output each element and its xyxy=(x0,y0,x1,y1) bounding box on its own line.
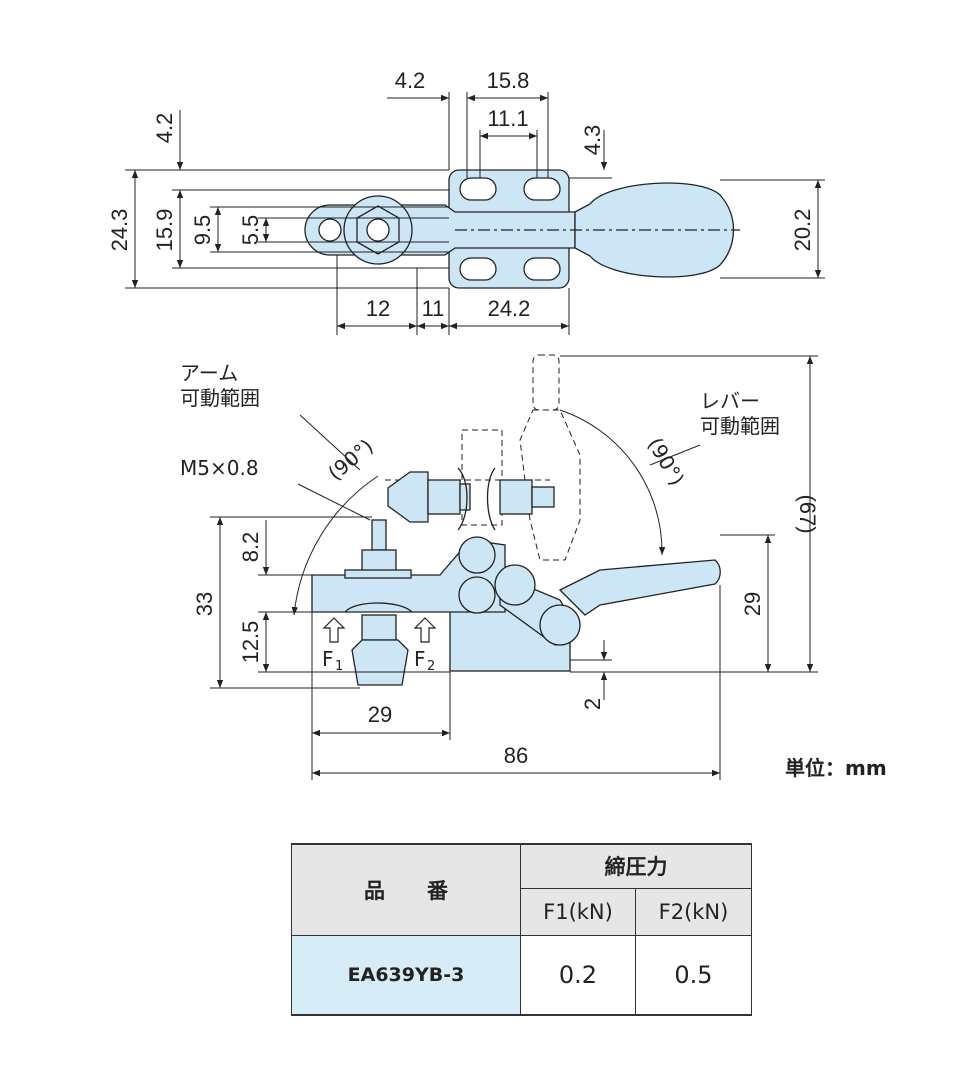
dim-text: 4.2 xyxy=(152,113,177,144)
f2-label: F xyxy=(414,647,426,671)
arm-angle-label: (90°) xyxy=(323,434,378,485)
force-arrows xyxy=(322,617,437,643)
col-force-header: 締圧力 xyxy=(520,843,752,889)
dim-text: 12 xyxy=(366,296,390,321)
slot xyxy=(459,177,497,201)
unit-note: 単位：mm xyxy=(785,756,887,780)
dim-text: 11.1 xyxy=(487,106,528,131)
dim-text: 15.9 xyxy=(152,209,177,252)
top-view xyxy=(304,169,740,289)
dim-text: 4.2 xyxy=(395,68,426,93)
table-row: EA639YB-3 0.2 0.5 xyxy=(291,934,752,1016)
clamp-drawing: 4.2 15.8 11.1 4.3 4.2 24.3 15.9 9.5 5.5 … xyxy=(107,68,825,780)
thread-label: M5×0.8 xyxy=(180,456,259,480)
dim-text: 86 xyxy=(504,743,528,768)
dim-text: 29 xyxy=(740,592,765,616)
dim-text: 5.5 xyxy=(238,215,263,246)
side-clamp-body xyxy=(311,519,721,686)
col-f2-header: F2(kN) xyxy=(635,887,752,936)
model-cell: EA639YB-3 xyxy=(291,934,521,1016)
col-part-header: 品 番 xyxy=(291,843,521,936)
side-spindle-thread xyxy=(371,519,387,551)
dim-text: 8.2 xyxy=(238,532,263,563)
dim-text: 2 xyxy=(580,698,605,710)
dim-text: 24.3 xyxy=(107,209,132,252)
slot xyxy=(523,257,561,281)
spec-table: 品 番 締圧力 F1(kN) F2(kN) EA639YB-3 0.2 0.5 xyxy=(291,843,752,1016)
lever-range-label: レバー xyxy=(700,389,760,413)
lever-range-label: 可動範囲 xyxy=(700,414,780,438)
side-dim-lines xyxy=(210,355,818,780)
side-handle xyxy=(558,559,721,616)
arm-range-label: 可動範囲 xyxy=(180,386,260,410)
dim-text: 11 xyxy=(422,296,445,321)
dim-text: (67) xyxy=(795,494,820,533)
dim-text: 9.5 xyxy=(190,215,215,246)
range-arcs xyxy=(291,409,701,616)
slot xyxy=(523,177,561,201)
dim-text: 4.3 xyxy=(580,125,605,156)
f2-value: 0.5 xyxy=(635,934,752,1016)
dim-text: 20.2 xyxy=(790,209,815,252)
f2-label-sub: 2 xyxy=(427,659,435,674)
f1-label: F xyxy=(322,647,334,671)
dim-text: 33 xyxy=(192,592,217,616)
dim-text: 12.5 xyxy=(238,621,263,664)
f1-label-sub: 1 xyxy=(335,659,343,674)
f1-arrow-icon xyxy=(322,617,346,643)
open-position-outline xyxy=(385,354,581,561)
top-handle xyxy=(574,182,735,278)
top-dim-lines xyxy=(125,92,825,335)
slot xyxy=(459,257,497,281)
lever-angle-label: (90°) xyxy=(643,433,689,489)
col-f1-header: F1(kN) xyxy=(520,887,636,936)
dim-text: 29 xyxy=(368,702,392,727)
f1-value: 0.2 xyxy=(520,934,636,1016)
dim-text: 15.8 xyxy=(487,68,530,93)
dim-text: 24.2 xyxy=(488,296,531,321)
f2-arrow-icon xyxy=(413,617,437,643)
open-spindle xyxy=(387,467,555,531)
arm-range-label: アーム xyxy=(180,361,238,385)
